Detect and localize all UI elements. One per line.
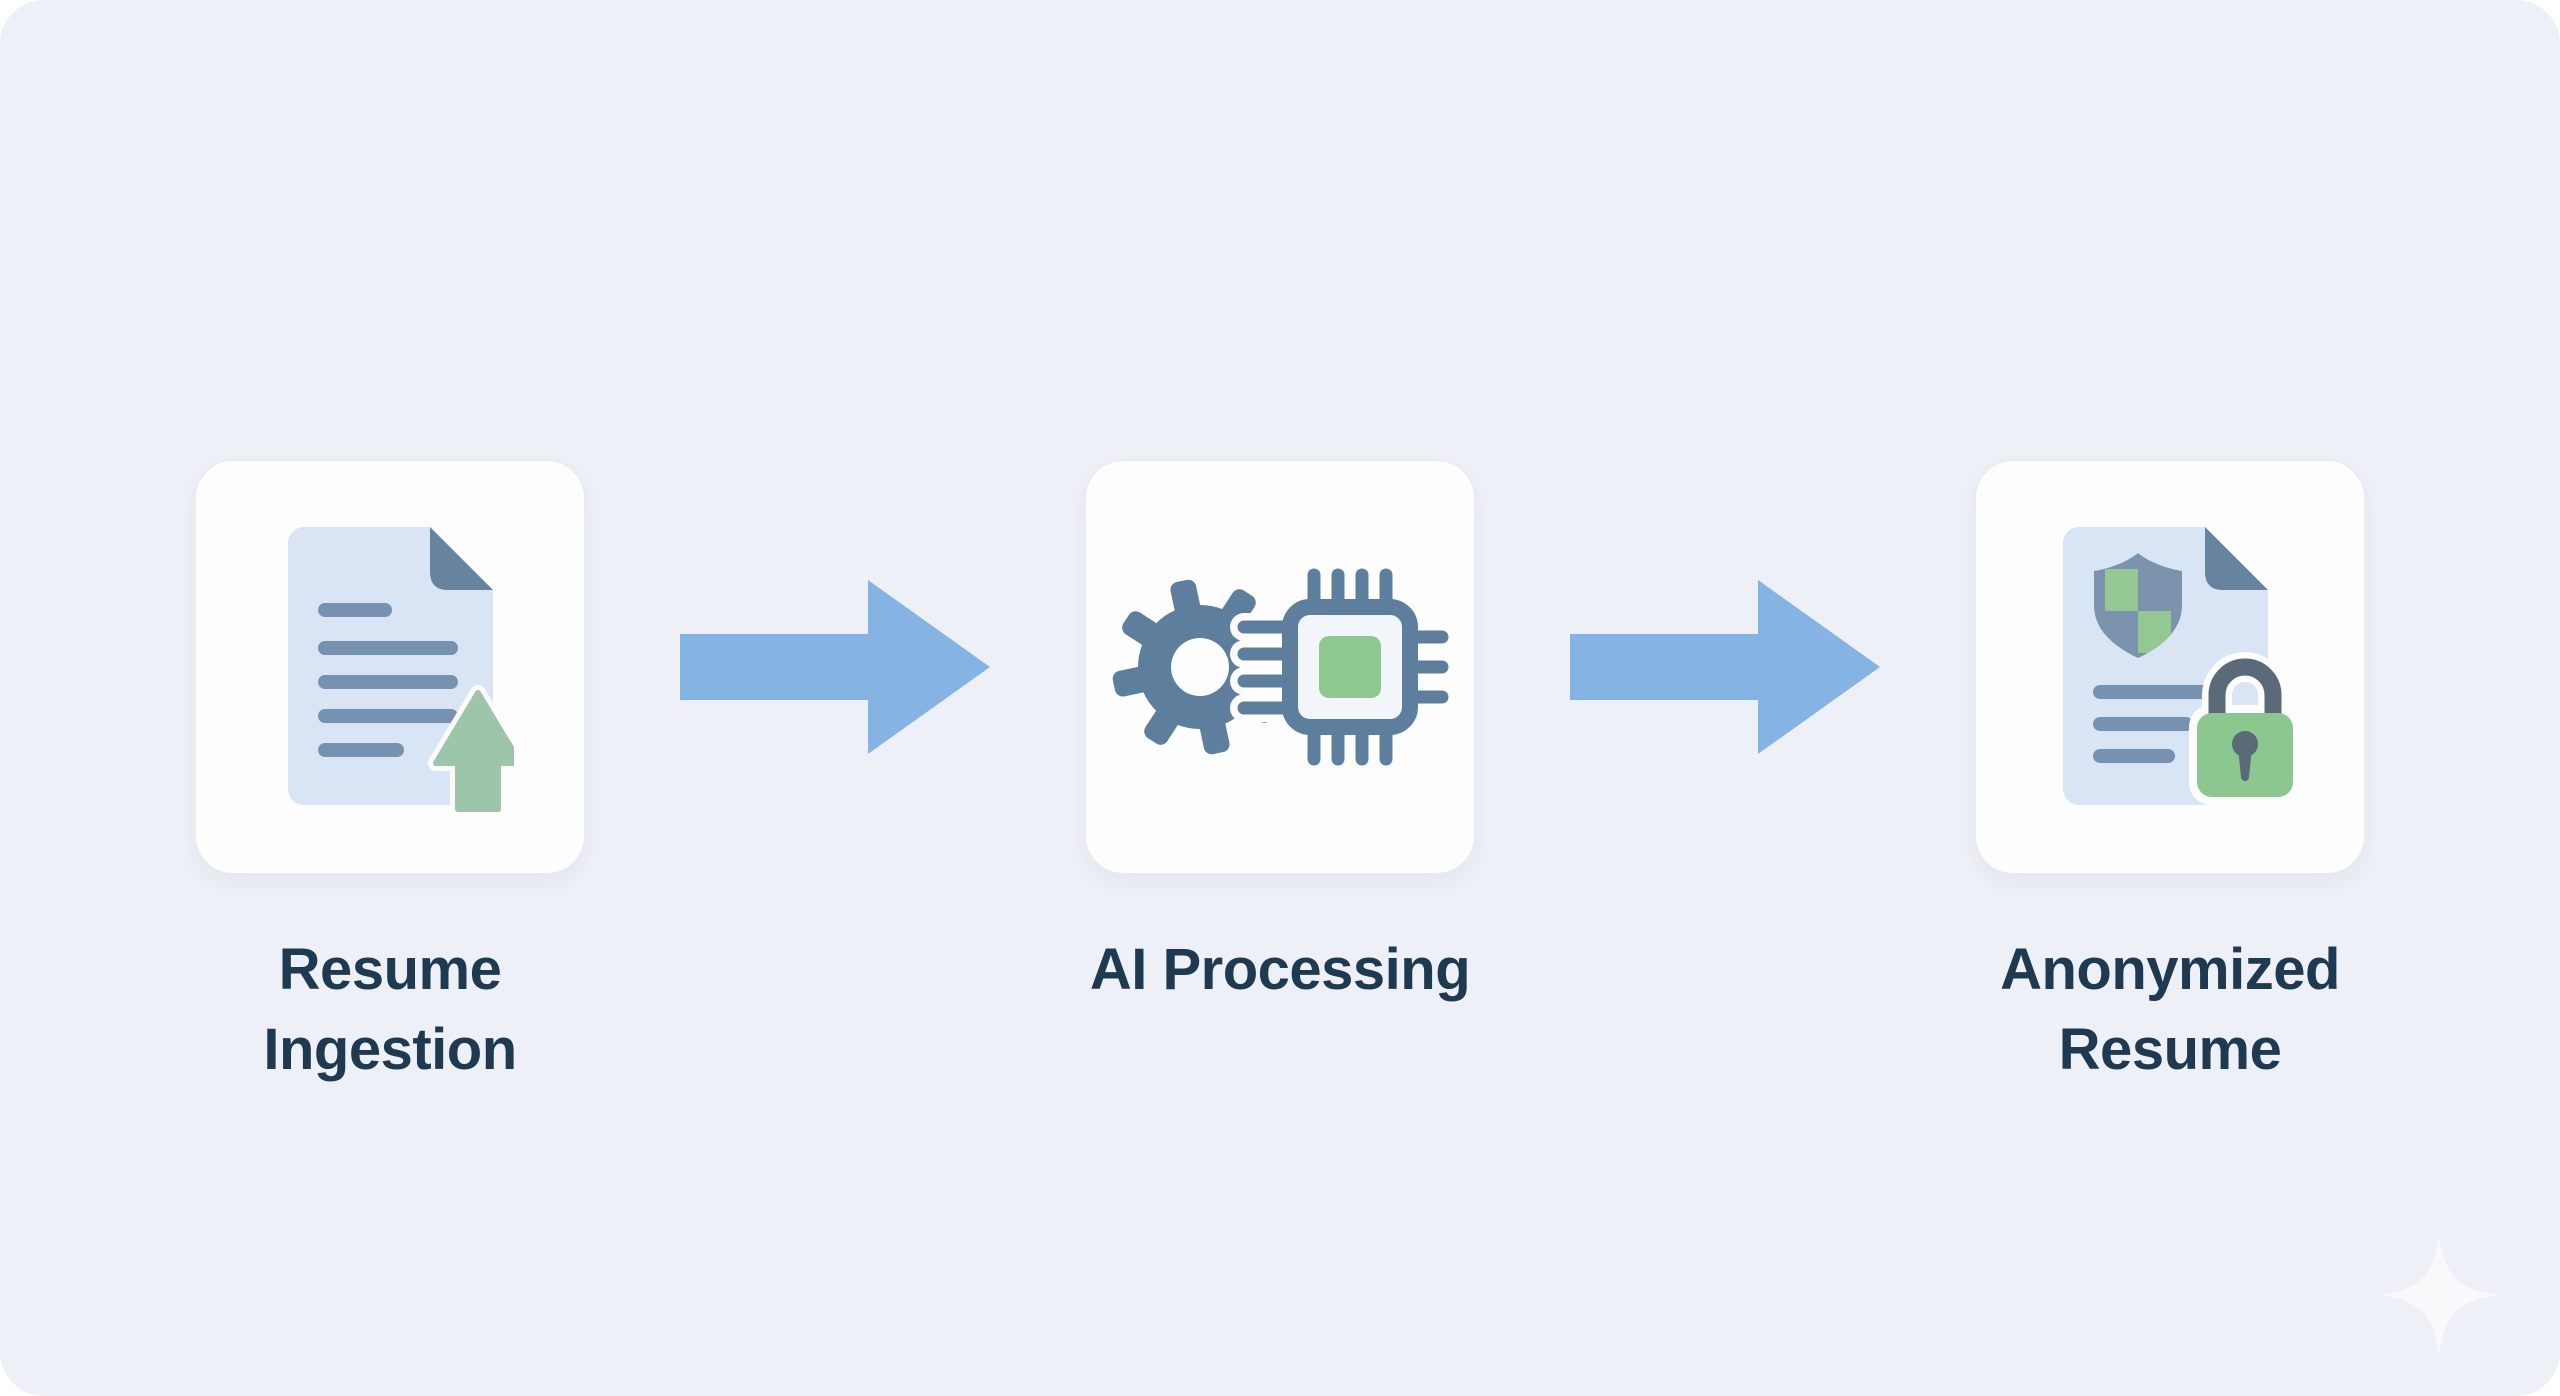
step-card bbox=[1085, 460, 1475, 874]
gear-chip-icon bbox=[1112, 562, 1450, 772]
arrow-right-icon bbox=[1570, 580, 1880, 754]
flow-step-resume-ingestion: Resume Ingestion bbox=[195, 460, 585, 1090]
arrow-right-icon bbox=[680, 580, 990, 754]
sparkle-icon bbox=[2380, 1236, 2498, 1354]
flow-connector bbox=[1570, 460, 1880, 874]
flow-step-anonymized-resume: Anonymized Resume bbox=[1975, 460, 2365, 1090]
step-label: Anonymized Resume bbox=[2000, 937, 2340, 1083]
flow-connector bbox=[680, 460, 990, 874]
flow-row: Resume Ingestion bbox=[0, 460, 2560, 1090]
step-card bbox=[195, 460, 585, 874]
step-label: AI Processing bbox=[1089, 937, 1471, 1002]
document-shield-lock-icon bbox=[2063, 527, 2299, 805]
step-card bbox=[1975, 460, 2365, 874]
lock-icon bbox=[2189, 652, 2299, 805]
flow-step-ai-processing: AI Processing bbox=[1085, 460, 1475, 1010]
step-label: Resume Ingestion bbox=[263, 937, 517, 1083]
document-upload-icon bbox=[288, 527, 514, 817]
